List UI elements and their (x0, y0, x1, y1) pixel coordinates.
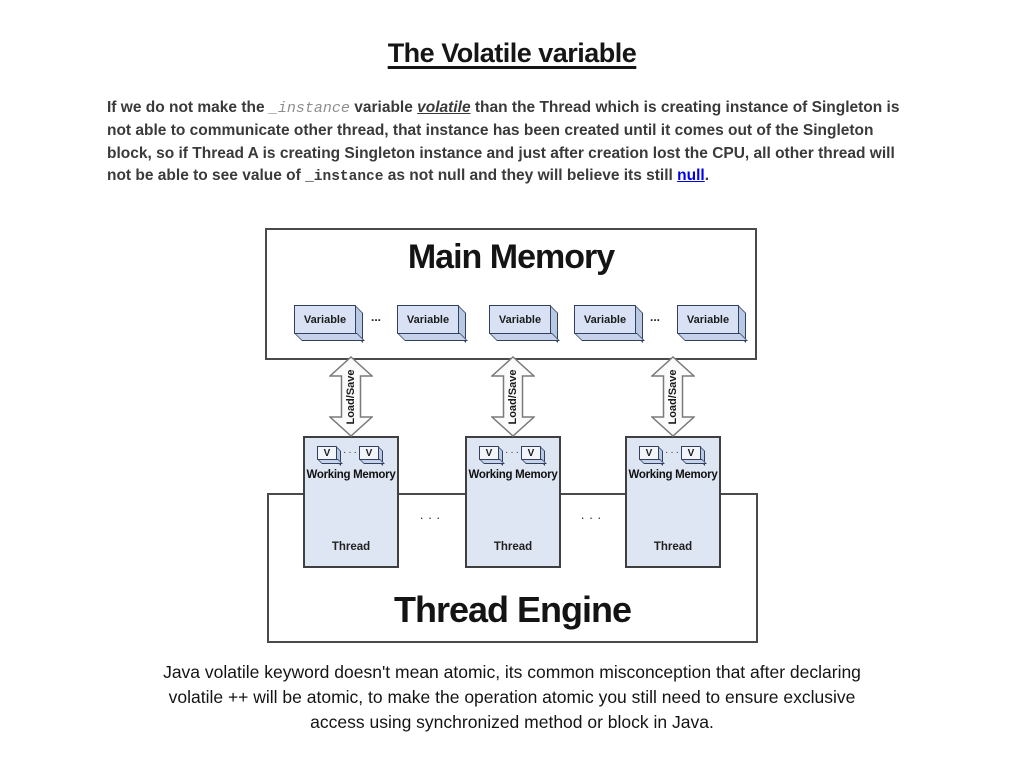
variable-box: Variable (574, 305, 636, 334)
variable-box: Variable (677, 305, 739, 334)
thread-label: Thread (331, 541, 371, 553)
variable-label: Variable (303, 313, 347, 326)
variable-label: Variable (498, 313, 542, 326)
working-memory-label: Working Memory (628, 469, 718, 481)
ellipsis: ··· (665, 447, 681, 458)
working-memory-label: Working Memory (468, 469, 558, 481)
variable-label: Variable (583, 313, 627, 326)
footer-line: volatile ++ will be atomic, to make the … (168, 687, 856, 707)
v-label: V (485, 447, 493, 459)
load-save-label: Load/Save (507, 368, 519, 425)
v-label: V (687, 447, 695, 459)
load-save-arrow-icon: Load/Save (491, 356, 535, 437)
instance-code-1: _instance (268, 100, 350, 117)
v-label: V (645, 447, 653, 459)
null-link[interactable]: null (677, 166, 705, 184)
footer-line: access using synchronized method or bloc… (310, 712, 714, 732)
thread-label: Thread (493, 541, 533, 553)
intro-paragraph: If we do not make the _instance variable… (107, 97, 915, 188)
volatile-emphasis: volatile (417, 99, 471, 116)
thread-column: V ··· V Working Memory Thread (303, 436, 399, 568)
v-label: V (365, 447, 373, 459)
thread-label: Thread (653, 541, 693, 553)
load-save-arrow-icon: Load/Save (329, 356, 373, 437)
ellipsis: ... (370, 310, 381, 324)
ellipsis: ··· (505, 447, 521, 458)
thread-column: V ··· V Working Memory Thread (465, 436, 561, 568)
v-variable-box: V (521, 446, 541, 460)
working-memory-label: Working Memory (306, 469, 396, 481)
v-variable-box: V (359, 446, 379, 460)
footer-line: Java volatile keyword doesn't mean atomi… (163, 662, 861, 682)
load-save-label: Load/Save (345, 368, 357, 425)
intro-text-4: as not null and they will believe its st… (383, 166, 678, 184)
v-label: V (323, 447, 331, 459)
thread-engine-title: Thread Engine (393, 589, 632, 630)
footer-note: Java volatile keyword doesn't mean atomi… (82, 660, 942, 735)
variable-box: Variable (294, 305, 356, 334)
intro-text-1: If we do not make the (107, 99, 269, 116)
variable-label: Variable (686, 313, 730, 326)
load-save-arrow-icon: Load/Save (651, 356, 695, 437)
thread-column: V ··· V Working Memory Thread (625, 436, 721, 568)
intro-text-2: variable (349, 99, 418, 116)
variable-box: Variable (397, 305, 459, 334)
intro-text-3: than the Thread which is creating instan… (107, 99, 900, 184)
ellipsis: ... (649, 310, 660, 324)
load-save-label: Load/Save (667, 368, 679, 425)
variable-label: Variable (406, 313, 450, 326)
page-title: The Volatile variable (387, 38, 637, 68)
v-variable-box: V (317, 446, 337, 460)
main-memory-box: Main Memory Variable ... Variable Variab… (265, 228, 757, 360)
v-variable-box: V (479, 446, 499, 460)
variable-box: Variable (489, 305, 551, 334)
intro-text-5: . (704, 166, 710, 184)
v-label: V (527, 447, 535, 459)
ellipsis: ··· (580, 510, 606, 525)
instance-code-2: _instance (305, 168, 384, 185)
v-variable-box: V (639, 446, 659, 460)
main-memory-title: Main Memory (407, 238, 615, 276)
ellipsis: ··· (343, 447, 359, 458)
ellipsis: ··· (419, 510, 445, 525)
v-variable-box: V (681, 446, 701, 460)
